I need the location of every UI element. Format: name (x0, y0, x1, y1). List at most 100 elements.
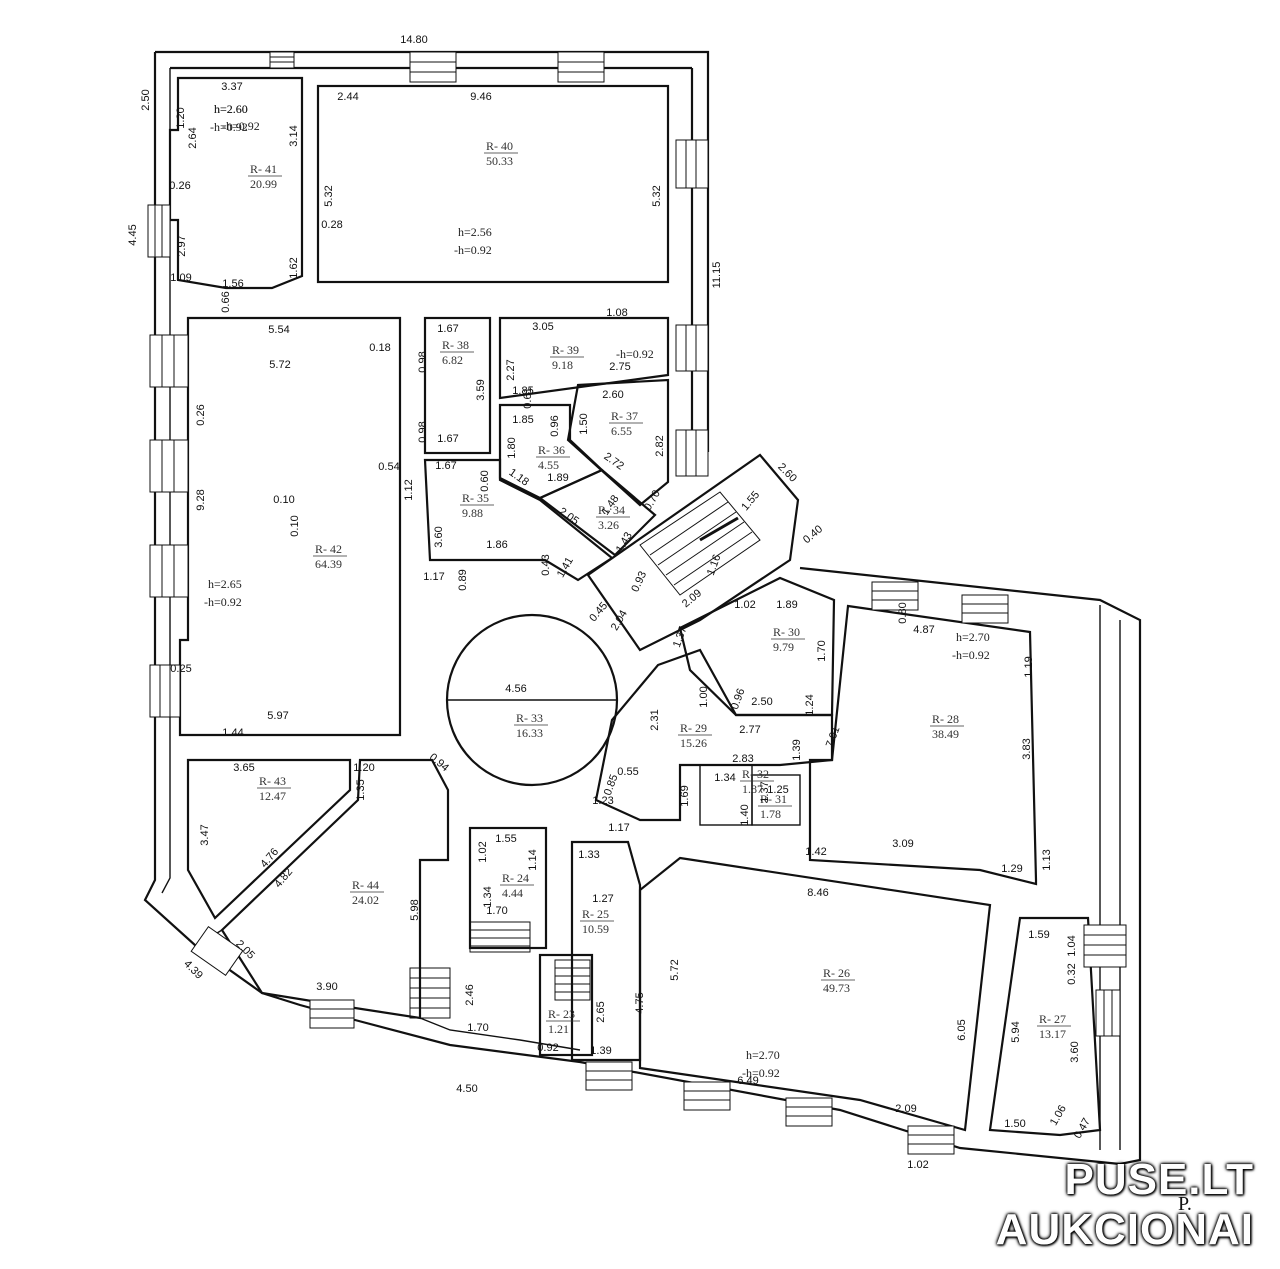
dimension-label: 1.42 (805, 846, 826, 858)
dimension-label: 1.17 (423, 571, 444, 583)
dimension-label: 11.15 (711, 262, 723, 289)
dimension-label: 2.46 (464, 984, 476, 1005)
dimension-label: 9.46 (470, 91, 491, 103)
dimension-label: 3.60 (433, 526, 445, 547)
room-area: 12.47 (259, 789, 286, 803)
dimension-label: 2.27 (505, 359, 517, 380)
room-area: 1.21 (548, 1022, 569, 1036)
dimension-label: 6.49 (737, 1075, 758, 1087)
dimension-label: 6.05 (956, 1019, 968, 1040)
dimension-label: 1.02 (907, 1159, 928, 1171)
dimension-label: 1.16 (705, 553, 724, 577)
room-area: 24.02 (352, 893, 379, 907)
dimension-label: 2.77 (739, 724, 760, 736)
window (149, 664, 181, 718)
dimension-label: 4.56 (505, 683, 526, 695)
stairs (409, 491, 761, 1019)
sub-height-label: -h=0.92 (454, 243, 492, 257)
room-area: 38.49 (932, 727, 959, 741)
dimension-label: 3.83 (1021, 738, 1033, 759)
dimension-label: 0.80 (897, 602, 909, 623)
dimension-label: 0.10 (289, 515, 301, 536)
dimension-label: 2.75 (609, 361, 630, 373)
dimension-label: 1.70 (816, 640, 828, 661)
dimension-label: 1.50 (1004, 1118, 1025, 1130)
dimension-label: 3.37 (221, 81, 242, 93)
room-id: R- 31 (760, 792, 787, 806)
room-outlines (168, 76, 1102, 1137)
dimension-label: 1.02 (734, 599, 755, 611)
dimension-label: 3.59 (475, 379, 487, 400)
dimension-label: 1.33 (578, 849, 599, 861)
window (675, 429, 709, 477)
dimension-label: 2.60 (602, 389, 623, 401)
dimension-label: 4.50 (456, 1083, 477, 1095)
window (1095, 989, 1121, 1037)
dimension-label: 0.47 (1072, 1116, 1093, 1141)
dimension-label: 0.98 (417, 351, 429, 372)
room-area: 4.55 (538, 458, 559, 472)
dimension-label: 1.34 (714, 772, 735, 784)
dimension-label: 1.70 (467, 1022, 488, 1034)
dimension-label: 0.89 (457, 569, 469, 590)
dimension-label: 1.02 (477, 841, 489, 862)
dimension-label: 1.34 (482, 886, 494, 907)
height-label: h=2.60 (214, 102, 248, 116)
window (557, 51, 605, 83)
dimension-label: 4.39 (181, 958, 205, 982)
dimension-label: 9.28 (195, 489, 207, 510)
dimension-label: 1.12 (403, 479, 415, 500)
dimension-label: 1.40 (739, 804, 751, 825)
dimension-label: 1.67 (435, 460, 456, 472)
dimension-label: 2.31 (649, 709, 661, 730)
dimension-label: 0.18 (369, 342, 390, 354)
dimension-label: 2.64 (187, 127, 199, 148)
window (309, 999, 355, 1029)
room-id: R- 36 (538, 443, 565, 457)
room-area: 6.55 (611, 424, 632, 438)
dimension-label: 4.75 (634, 992, 646, 1013)
room-id: R- 43 (259, 774, 286, 788)
dimension-label: 5.97 (267, 710, 288, 722)
height-label: h=2.56 (458, 225, 492, 239)
dimension-label: 0.61 (522, 387, 534, 408)
dimension-label: 0.85 (602, 773, 621, 797)
window (149, 334, 189, 388)
dimension-label: 1.04 (1066, 935, 1078, 956)
room-area: 10.59 (582, 922, 609, 936)
room-area: 16.33 (516, 726, 543, 740)
dimension-label: 0.98 (417, 421, 429, 442)
dimension-label: 4.82 (272, 866, 295, 890)
room-area: 9.88 (462, 506, 483, 520)
room-id: R- 29 (680, 721, 707, 735)
room-id: R- 38 (442, 338, 469, 352)
dimension-label: 2.60 (775, 461, 799, 485)
dimension-label: 0.60 (479, 470, 491, 491)
dimension-label: 1.43 (614, 530, 635, 555)
dimension-label: 0.26 (195, 404, 207, 425)
dimension-label: 0.54 (378, 461, 399, 473)
height-labels: h=2.60-h=0.92h=2.56-h=0.92h=2.65-h=0.92h… (204, 102, 990, 1080)
dimension-label: 1.29 (1001, 863, 1022, 875)
dimension-label: 1.55 (495, 833, 516, 845)
dimension-label: 1.06 (1048, 1103, 1069, 1128)
window (675, 324, 709, 372)
window (269, 51, 295, 69)
room-id: R- 42 (315, 542, 342, 556)
room-area: 20.99 (250, 177, 277, 191)
dimension-label: 0.10 (273, 494, 294, 506)
dimension-label: 1.08 (606, 307, 627, 319)
dimension-label: 5.94 (1010, 1021, 1022, 1042)
dimension-label: 3.60 (1069, 1041, 1081, 1062)
dimension-label: 0.66 (220, 291, 232, 312)
room-id: R- 37 (611, 409, 638, 423)
room-area: 9.18 (552, 358, 573, 372)
dimension-label: 2.09 (680, 587, 704, 610)
dimension-label: 3.09 (892, 838, 913, 850)
dimension-label: 2.50 (751, 696, 772, 708)
dimension-label: 5.32 (651, 185, 663, 206)
dimension-label: 1.39 (590, 1045, 611, 1057)
sub-height-label: -h=0.92 (210, 120, 248, 134)
dimension-label: 1.14 (527, 849, 539, 870)
